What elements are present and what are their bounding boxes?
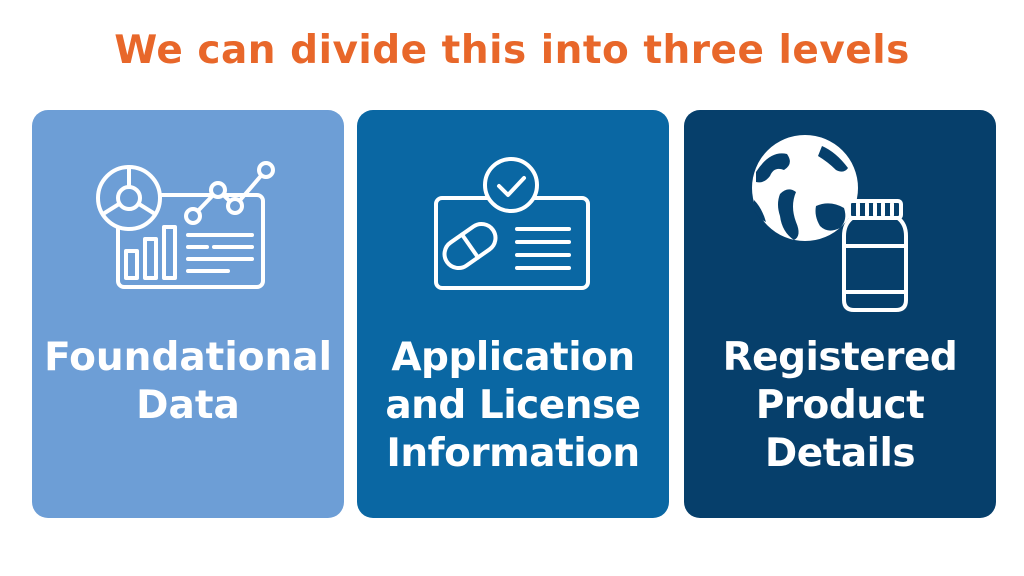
dashboard-analytics-icon [96,161,275,289]
level-label: Foundational Data [44,335,332,428]
level-card-foundational-data: Foundational Data [32,110,344,518]
level-card-application-license: Application and License Information [357,110,669,518]
globe-icon [752,135,858,241]
level-card-registered-product: Registered Product Details [684,110,996,518]
level-label: Application and License Information [385,335,641,476]
page-title: We can divide this into three levels [114,28,910,73]
globe-bottle-icon [752,135,908,312]
license-card-icon [434,157,590,290]
medicine-bottle-icon [842,199,908,312]
level-label: Registered Product Details [722,335,958,476]
